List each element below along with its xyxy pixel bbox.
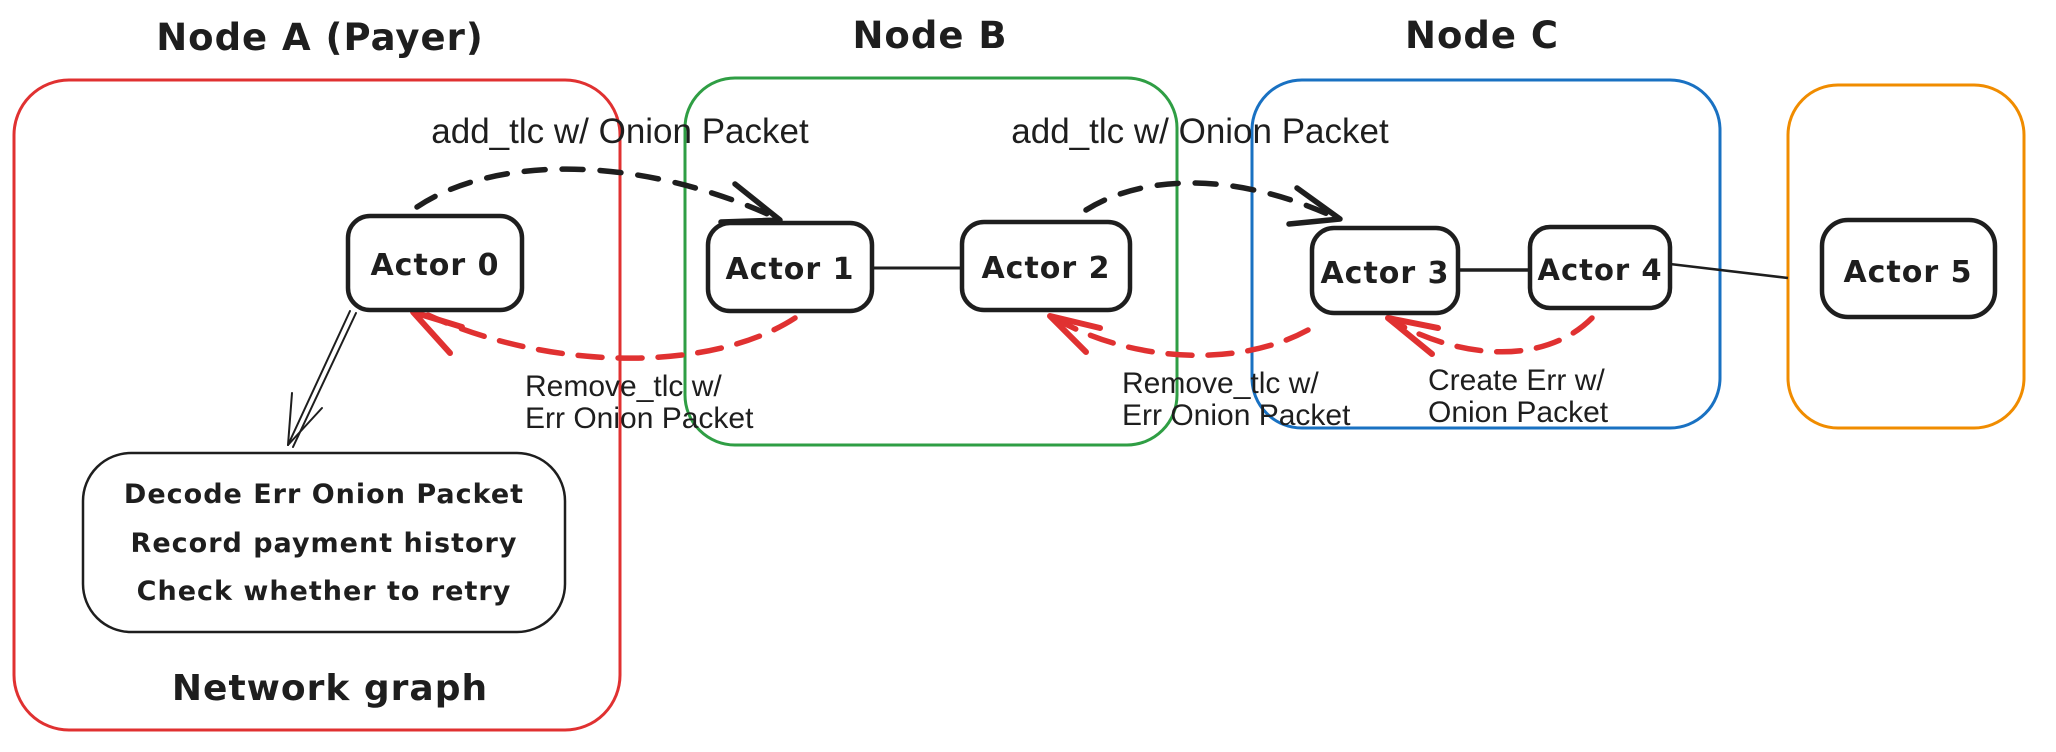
svg-text:Remove_tlc w/: Remove_tlc w/ [525,370,722,403]
actor-4-label: Actor 4 [1538,253,1663,287]
arrow-remove-tlc-c-to-b [1047,313,1311,358]
node-b-title: Node B [852,14,1007,57]
actor-1-box [705,220,875,314]
svg-text:Remove_tlc w/: Remove_tlc w/ [1122,367,1319,400]
arrow-actor0-to-notes [287,310,357,448]
arrow-create-err-4-to-3 [1385,315,1595,357]
actor-2-box [959,219,1133,313]
node-c-container [1250,78,1722,430]
node-a-container [12,78,622,732]
node-c-title: Node C [1405,14,1559,57]
add-tlc-label-a-b: add_tlc w/ Onion Packet [431,112,809,151]
actor-0-label: Actor 0 [370,248,499,283]
node-b-container [683,76,1179,447]
remove-tlc-label-c-b: Remove_tlc w/ Err Onion Packet [1122,367,1351,432]
payer-note-line-1: Decode Err Onion Packet [124,479,524,510]
remove-tlc-label-b-a: Remove_tlc w/ Err Onion Packet [525,370,754,435]
svg-text:Create Err w/: Create Err w/ [1428,364,1605,397]
actor-0-box [345,213,525,313]
arrow-remove-tlc-b-to-a [410,309,798,361]
actor-4-box [1527,224,1673,311]
node-a-title: Node A (Payer) [156,16,484,59]
arrow-add-tlc-b-to-c [1083,180,1343,227]
add-tlc-label-b-c: add_tlc w/ Onion Packet [1011,112,1389,151]
actor-3-box [1309,225,1461,316]
actor-2-label: Actor 2 [981,251,1110,286]
link-actor4-actor5 [1669,262,1789,280]
actor-1-label: Actor 1 [725,252,854,287]
actor-5-box [1819,217,1998,320]
create-err-label: Create Err w/ Onion Packet [1428,364,1609,429]
node-d-container [1786,83,2026,430]
payer-notes-box [81,451,567,634]
payer-note-line-3: Check whether to retry [137,576,512,607]
svg-text:Err Onion Packet: Err Onion Packet [1122,399,1351,432]
svg-text:Err Onion Packet: Err Onion Packet [525,402,754,435]
payer-note-line-2: Record payment history [131,528,518,559]
actor-3-label: Actor 3 [1320,256,1449,291]
actor-5-label: Actor 5 [1843,255,1972,290]
svg-text:Onion Packet: Onion Packet [1428,396,1609,429]
network-graph-caption: Network graph [172,668,488,709]
